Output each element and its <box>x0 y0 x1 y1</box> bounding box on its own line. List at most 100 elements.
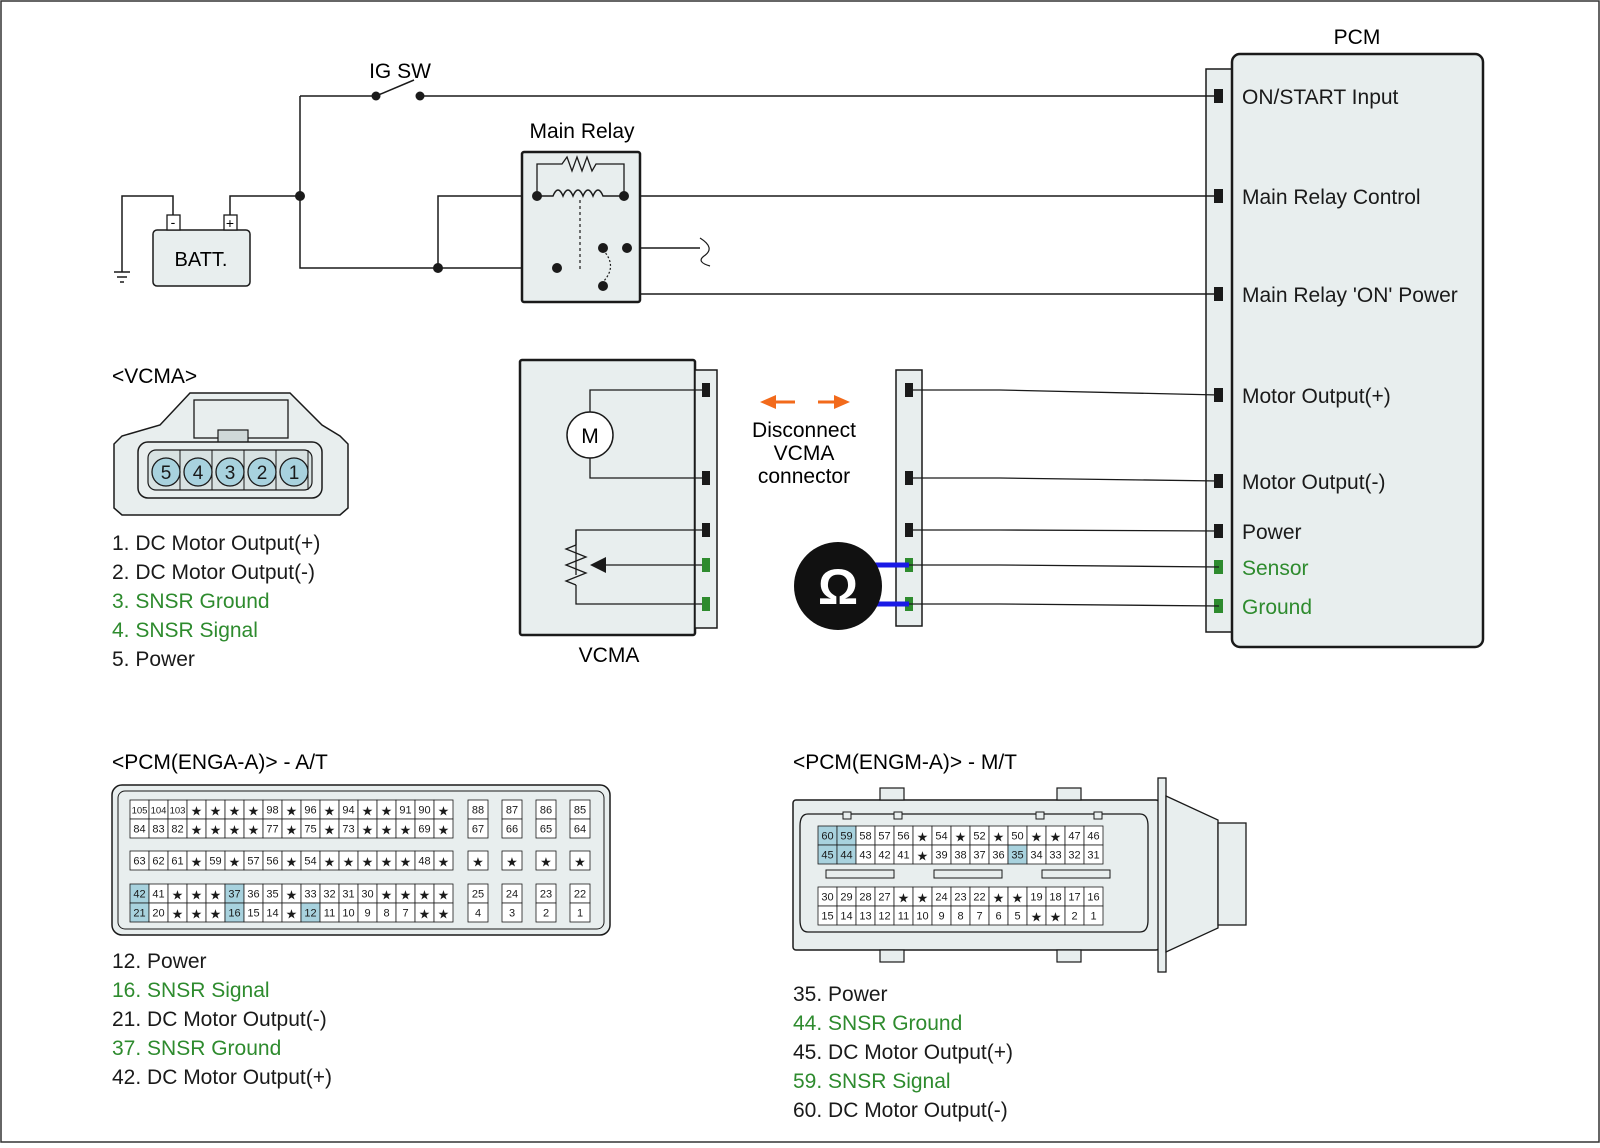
vcma-connector-title: <VCMA> <box>112 365 197 388</box>
pcm-at-pin-blank: ★ <box>191 823 203 838</box>
pcm-mt-pin-56: 56 <box>897 831 909 843</box>
harness-wire-2 <box>909 477 1220 482</box>
pcm-at-pin-blank: ★ <box>324 823 336 838</box>
pcm-at-pin-blank: ★ <box>286 804 298 819</box>
pcm-mt-pin-14: 14 <box>840 911 852 923</box>
pcm-at-pin-blank: ★ <box>400 888 412 903</box>
pcm-mt-legend-item: 35. Power <box>793 983 888 1006</box>
pcm-at-pin-57: 57 <box>247 856 259 868</box>
arrow-left-icon <box>760 395 776 409</box>
pcm-mt-pin-43: 43 <box>859 850 871 862</box>
pcm-at-pin-blank: ★ <box>248 823 260 838</box>
pcm-at-pin-blank: ★ <box>362 855 374 870</box>
pcm-mt-cell <box>1083 905 1104 926</box>
pcm-at-pin-blank: ★ <box>438 804 450 819</box>
motor-symbol-label: M <box>581 425 599 448</box>
pcm-at-pin-blank: ★ <box>286 855 298 870</box>
pcm-at-pin-blank: ★ <box>381 888 393 903</box>
pcm-mt-legend-item: 45. DC Motor Output(+) <box>793 1041 1013 1064</box>
pcm-at-pin-blank: ★ <box>229 855 241 870</box>
battery-plus-label: + <box>226 215 234 231</box>
pcm-at-pin-63: 63 <box>133 856 145 868</box>
harness-connector <box>895 369 923 627</box>
pcm-at-pin-blank: ★ <box>438 823 450 838</box>
vcma-legend-item: 1. DC Motor Output(+) <box>112 532 320 555</box>
pcm-at-cell <box>535 902 557 923</box>
pcm-at-pin-blank: ★ <box>381 804 393 819</box>
pcm-at-legend-item: 21. DC Motor Output(-) <box>112 1008 327 1031</box>
pcm-at-pin-104: 104 <box>151 806 167 817</box>
disconnect-line-2: VCMA <box>774 442 835 465</box>
pcm-mt-pin-39: 39 <box>935 850 947 862</box>
pcm-at-pin-blank: ★ <box>172 907 184 922</box>
pcm-mt-pin-13: 13 <box>859 911 871 923</box>
pcm-at-pin-blank: ★ <box>210 823 222 838</box>
battery-body <box>152 229 251 287</box>
harness-wire-4 <box>909 564 1220 568</box>
pcm-at-cell <box>433 850 454 871</box>
pcm-at-cell <box>501 850 523 871</box>
pcm-mt-pin-27: 27 <box>878 892 890 904</box>
pcm-mt-pin-34: 34 <box>1030 850 1042 862</box>
pcm-at-pin-59: 59 <box>209 856 221 868</box>
pcm-mt-pin-33: 33 <box>1049 850 1061 862</box>
harness-wires <box>909 389 1220 607</box>
pcm-at-pin-85: 85 <box>574 805 586 817</box>
pcm-mt-pin-12: 12 <box>878 911 890 923</box>
pcm-mt-pin-44: 44 <box>840 850 852 862</box>
pcm-mt-pin-31: 31 <box>1087 850 1099 862</box>
pcm-mt-key-slot-2 <box>933 869 1003 879</box>
battery-label: BATT. <box>175 249 228 271</box>
pcm-at-pin-20: 20 <box>152 908 164 920</box>
pcm-at-pin-36: 36 <box>247 889 259 901</box>
pcm-mt-pin-6: 6 <box>995 911 1001 923</box>
pcm-mt-pin-24: 24 <box>935 892 947 904</box>
pcm-at-pin-83: 83 <box>152 824 164 836</box>
pcm-at-pin-blank: ★ <box>472 855 484 870</box>
pcm-at-pin-32: 32 <box>323 889 335 901</box>
pcm-at-pin-blank: ★ <box>438 907 450 922</box>
pcm-at-pin-blank: ★ <box>229 804 241 819</box>
pcm-mt-pin-47: 47 <box>1068 831 1080 843</box>
pcm-mt-legend-item: 59. SNSR Signal <box>793 1070 951 1093</box>
pcm-mt-pin-36: 36 <box>992 850 1004 862</box>
pcm-mt-pin-15: 15 <box>821 911 833 923</box>
pcm-at-pin-10: 10 <box>342 908 354 920</box>
pcm-mt-key-slot-1 <box>825 869 895 879</box>
pcm-at-cell <box>501 902 523 923</box>
pcm-at-cell <box>501 818 523 839</box>
pcm-at-pin-66: 66 <box>506 824 518 836</box>
pcm-at-pin-blank: ★ <box>191 804 203 819</box>
harness-wire-5 <box>909 603 1220 607</box>
harness-wire-3 <box>909 529 1220 532</box>
pcm-pin-label-1: ON/START Input <box>1242 86 1399 109</box>
pcm-mt-pin-35: 35 <box>1011 850 1023 862</box>
main-relay-label: Main Relay <box>529 120 635 143</box>
pcm-mt-pin-42: 42 <box>878 850 890 862</box>
pcm-mt-pin-blank: ★ <box>917 891 929 906</box>
pcm-mt-pin-10: 10 <box>916 911 928 923</box>
pcm-pin-label-4: Motor Output(+) <box>1242 385 1391 408</box>
pcm-mt-pin-2: 2 <box>1071 911 1077 923</box>
pcm-at-pin-96: 96 <box>304 805 316 817</box>
pcm-mt-pin-9: 9 <box>938 911 944 923</box>
pcm-at-pin-blank: ★ <box>191 907 203 922</box>
pcm-at-pin-23: 23 <box>540 889 552 901</box>
disconnect-line-1: Disconnect <box>752 419 856 442</box>
pcm-mt-title: <PCM(ENGM-A)> - M/T <box>793 751 1017 774</box>
pcm-at-pin-blank: ★ <box>419 888 431 903</box>
battery-plus-terminal <box>223 214 238 231</box>
pcm-mt-pin-blank: ★ <box>1031 830 1043 845</box>
vcma-face-pin-label-5: 5 <box>161 463 172 484</box>
pcm-at-legend-item: 16. SNSR Signal <box>112 979 270 1002</box>
pcm-mt-pin-7: 7 <box>976 911 982 923</box>
pcm-at-pin-blank: ★ <box>574 855 586 870</box>
pcm-at-pin-blank: ★ <box>362 804 374 819</box>
pcm-at-pin-blank: ★ <box>286 907 298 922</box>
pcm-at-pin-61: 61 <box>171 856 183 868</box>
pcm-mt-pin-57: 57 <box>878 831 890 843</box>
pcm-mt-pin-blank: ★ <box>993 891 1005 906</box>
